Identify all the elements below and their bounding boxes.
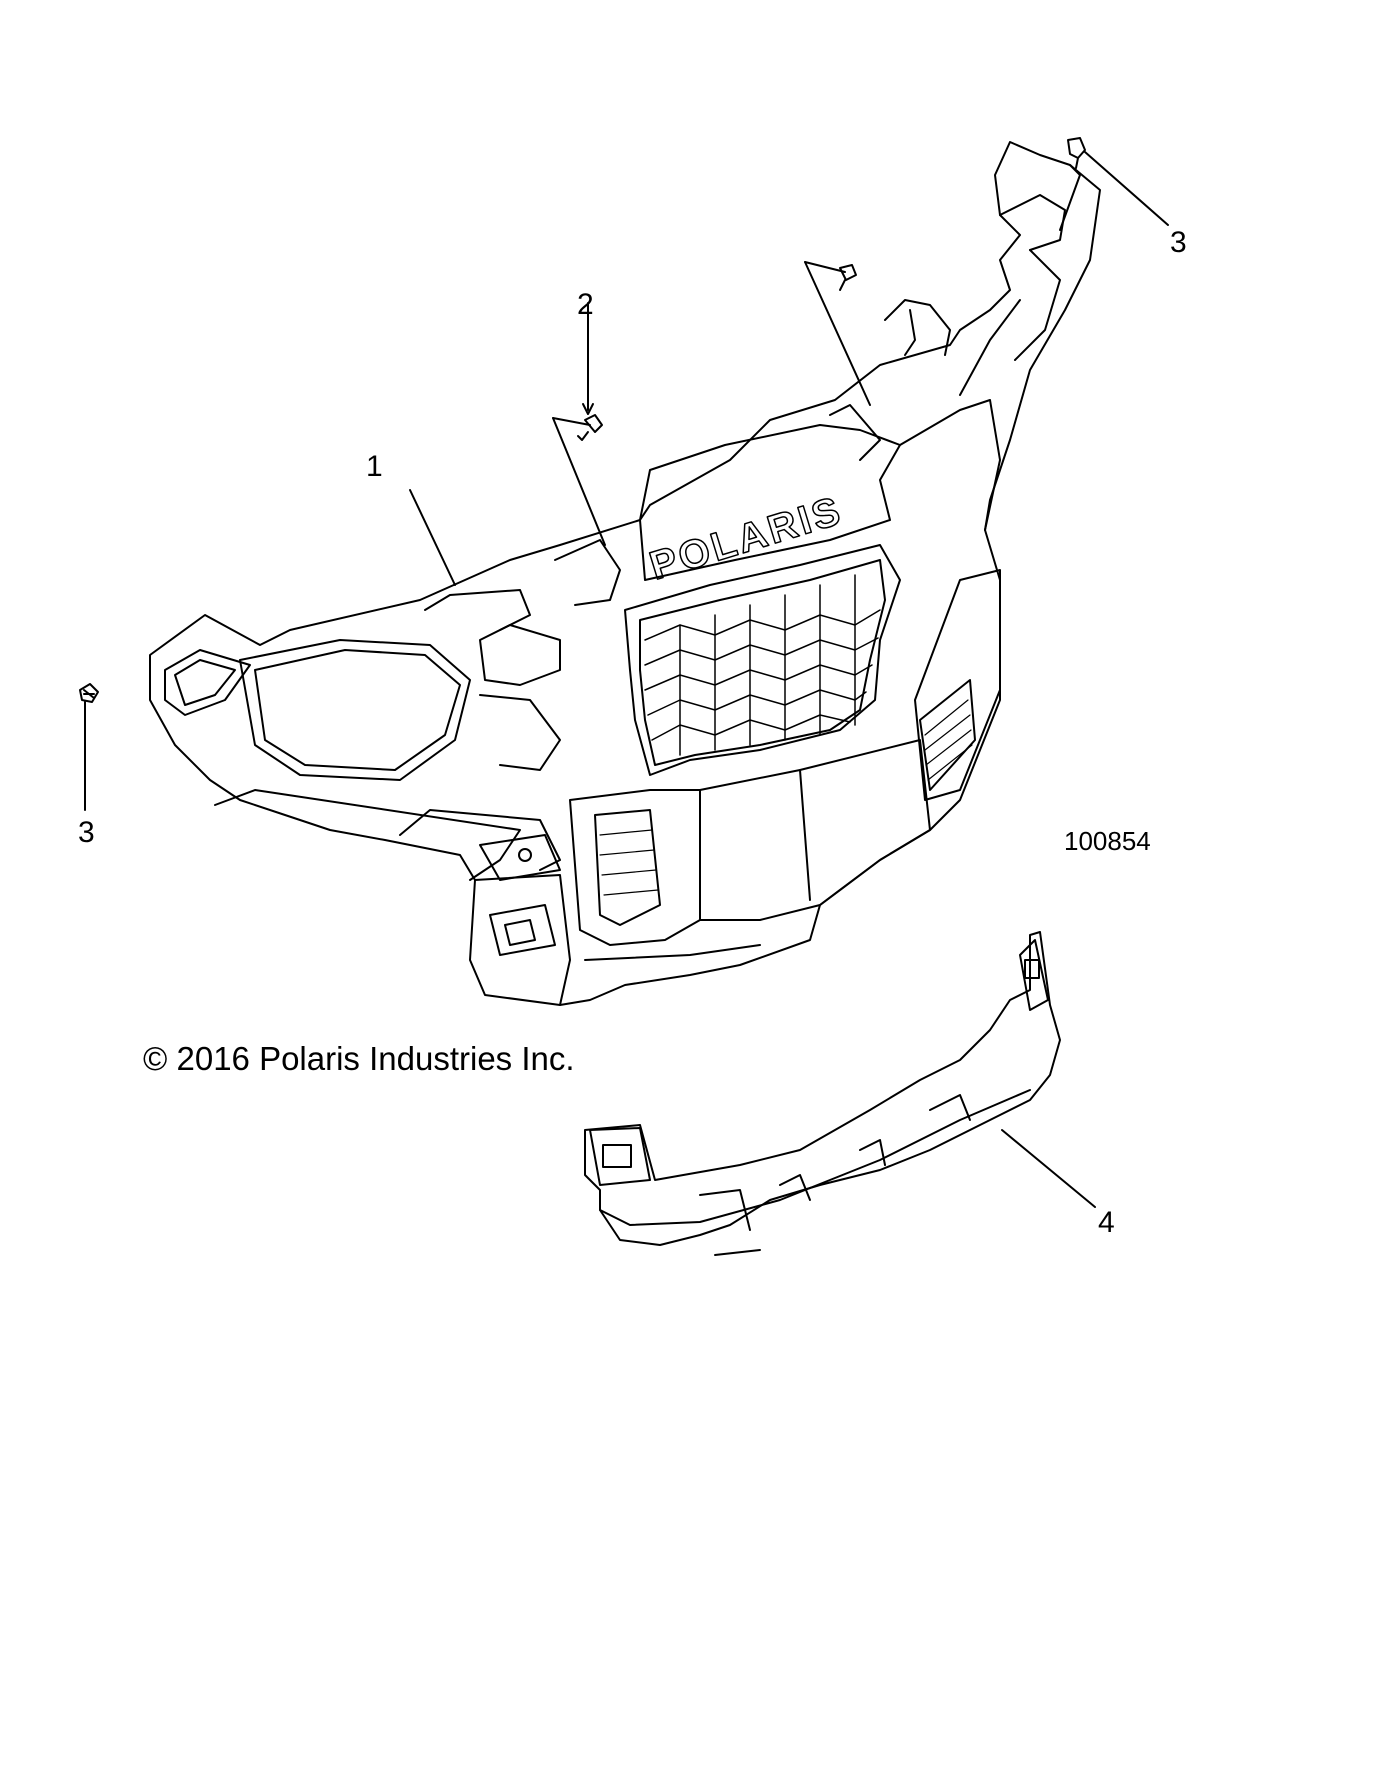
lower-skid-plate: [584, 931, 1096, 1256]
mount-slot: [602, 1144, 632, 1168]
tow-hook-mount: [504, 919, 536, 946]
screw-icon: [839, 264, 857, 291]
rivet-icon: [1067, 137, 1086, 169]
front-grille-assembly: POLARIS: [149, 141, 1101, 1006]
callout-1: 1: [366, 450, 383, 483]
lower-center-vent: [594, 809, 661, 926]
callout-3-left: 3: [78, 816, 95, 849]
left-mount-tab: [589, 1127, 651, 1186]
push-rivet-part-3-right: [1067, 137, 1169, 226]
figure-id: 100854: [1064, 826, 1151, 856]
push-rivet-part-3-left: [79, 683, 99, 811]
screw-icon: [577, 414, 603, 441]
callout-2: 2: [577, 288, 594, 321]
center-mesh-grille: [624, 544, 901, 776]
polaris-logo-text: POLARIS: [645, 488, 848, 588]
screw-part-2: [552, 261, 871, 546]
mount-slot: [1024, 959, 1040, 979]
rivet-icon: [79, 683, 99, 703]
callout-3-right: 3: [1170, 226, 1187, 259]
right-side-vent: [919, 679, 976, 791]
copyright-notice: © 2016 Polaris Industries Inc.: [143, 1040, 575, 1077]
callout-4: 4: [1098, 1206, 1115, 1239]
polaris-logo: POLARIS: [644, 488, 848, 590]
